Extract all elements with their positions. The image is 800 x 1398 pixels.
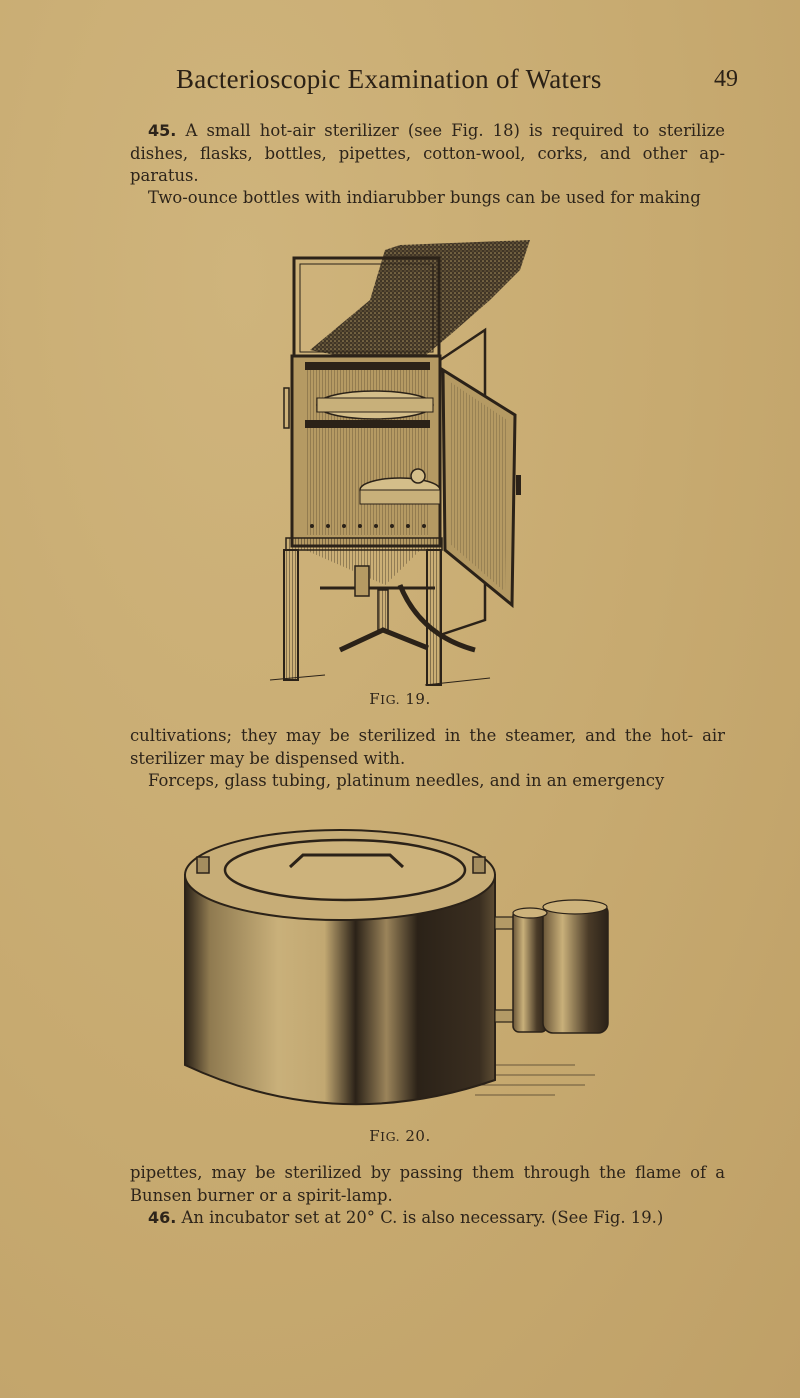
paragraph-45: 45. A small hot-air sterilizer (see Fig.… <box>130 120 725 188</box>
caption-number: 20. <box>400 1127 431 1145</box>
paragraph-forceps: Forceps, glass tubing, platinum needles,… <box>130 770 725 793</box>
paragraph-number: 46. <box>148 1208 177 1227</box>
caption-smallcaps: IG. <box>380 1129 401 1144</box>
figure-20-caption: FIG. 20. <box>0 1127 800 1145</box>
paragraph-text: Forceps, glass tubing, platinum needles,… <box>148 771 665 790</box>
paragraph-text: pipettes, may be sterilized by passing t… <box>130 1163 725 1205</box>
paragraph-text: A small hot-air sterilizer (see Fig. 18)… <box>130 121 725 185</box>
paragraph-number: 45. <box>148 121 177 140</box>
paragraph-pipettes: pipettes, may be sterilized by passing t… <box>130 1162 725 1207</box>
caption-prefix: F <box>369 1127 381 1145</box>
caption-prefix: F <box>369 690 381 708</box>
paragraph-cultivations: cultivations; they may be sterilized in … <box>130 725 725 770</box>
paragraph-46: 46. An incubator set at 20° C. is also n… <box>130 1207 725 1230</box>
caption-number: 19. <box>400 690 431 708</box>
paragraph-two-ounce-bottles: Two-ounce bottles with indiarubber bungs… <box>130 187 725 210</box>
running-head: Bacterioscopic Examination of Waters 49 <box>176 64 738 104</box>
page-number: 49 <box>714 66 738 92</box>
figure-19-caption: FIG. 19. <box>0 690 800 708</box>
running-head-title: Bacterioscopic Examination of Waters <box>176 64 602 94</box>
paragraph-text: Two-ounce bottles with indiarubber bungs… <box>148 188 701 207</box>
paragraph-text: cultivations; they may be sterilized in … <box>130 726 725 768</box>
paragraph-text: An incubator set at 20° C. is also neces… <box>176 1208 664 1227</box>
caption-smallcaps: IG. <box>380 692 401 707</box>
figure-20-steamer-illustration <box>175 795 615 1125</box>
figure-19-incubator-illustration <box>250 240 550 690</box>
